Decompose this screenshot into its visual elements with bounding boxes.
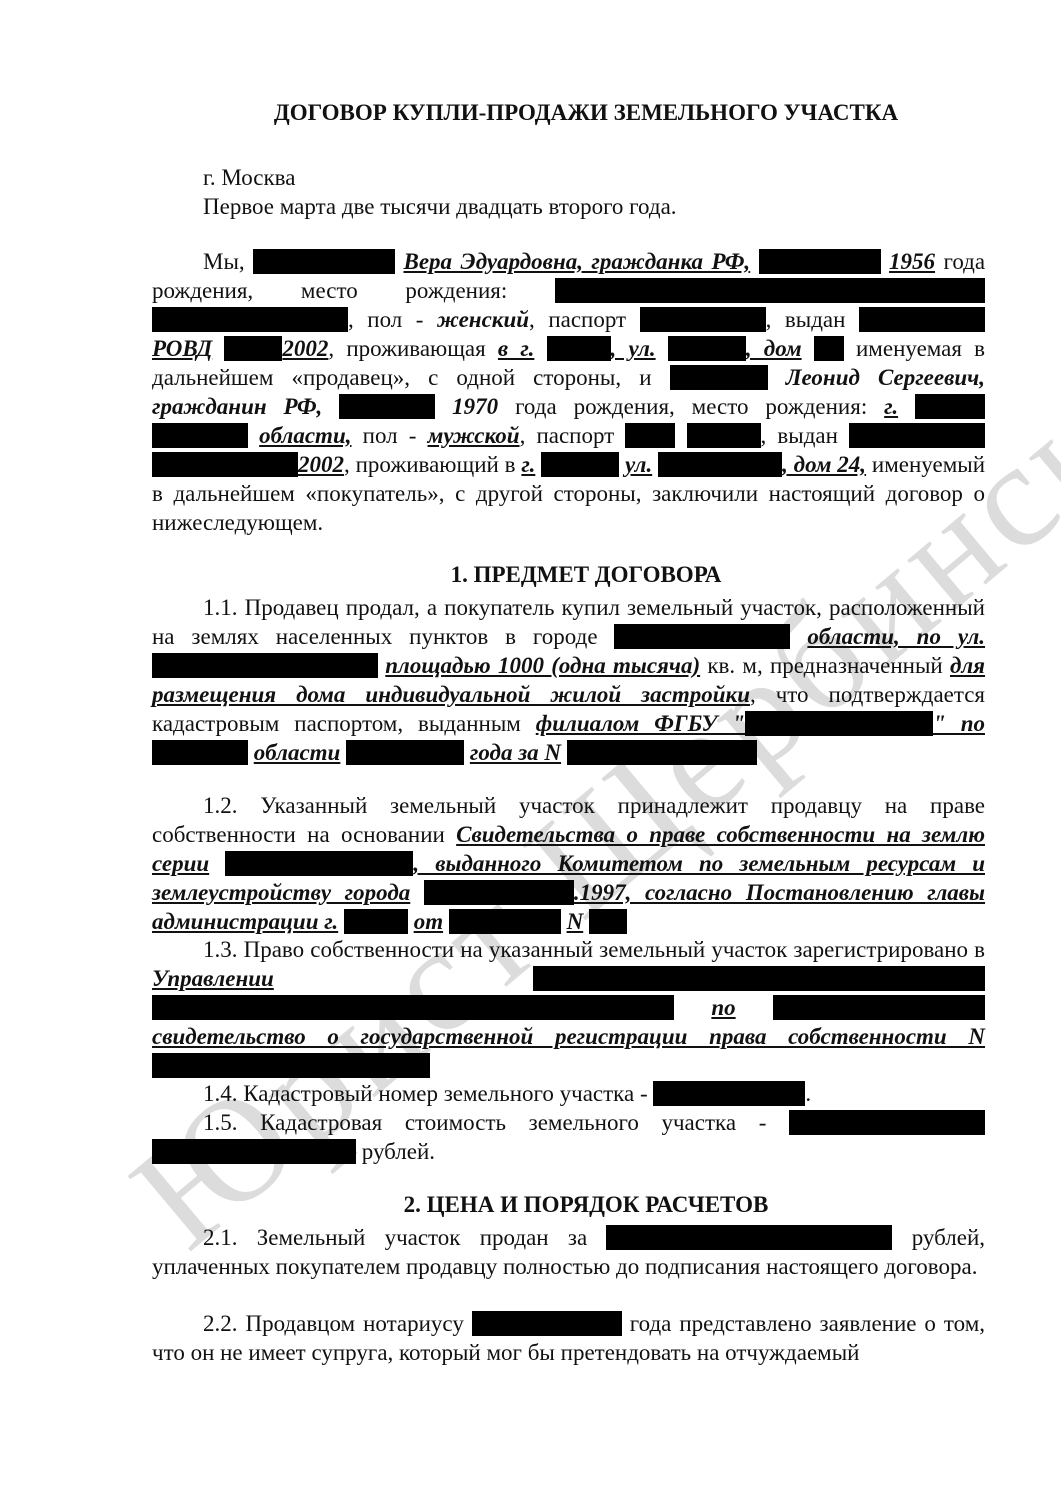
redacted-block	[546, 336, 611, 361]
clause-1-3: 1.3. Право собственности на указанный зе…	[152, 935, 986, 1080]
redacted-block	[915, 394, 985, 419]
redacted-block	[339, 394, 436, 419]
redacted-block	[667, 336, 746, 361]
section-2-title: 2. ЦЕНА И ПОРЯДОК РАСЧЕТОВ	[403, 1192, 769, 1217]
redacted-block	[859, 307, 985, 332]
redacted-block	[773, 995, 986, 1020]
redacted-block	[448, 909, 561, 934]
redacted-block	[625, 423, 676, 448]
redacted-block	[614, 624, 791, 649]
clause-1-2: 1.2. Указанный земельный участок принадл…	[152, 793, 985, 934]
clause-2-2: 2.2. Продавцом нотариусу года представле…	[152, 1311, 986, 1365]
redacted-block	[471, 1311, 622, 1336]
redacted-block	[152, 995, 674, 1020]
clause-2-1: 2.1. Земельный участок продан за рублей,…	[152, 1225, 986, 1279]
redacted-block	[343, 909, 408, 934]
redacted-block	[745, 711, 934, 736]
clause-1-5: 1.5. Кадастровая стоимость земельного уч…	[152, 1108, 986, 1166]
redacted-block	[152, 1139, 356, 1164]
redacted-block	[758, 249, 881, 274]
redacted-block	[813, 336, 844, 361]
redacted-block	[789, 1110, 986, 1135]
redacted-block	[225, 851, 414, 876]
city: г. Москва	[203, 165, 296, 190]
redacted-block	[224, 336, 283, 361]
redacted-block	[152, 1053, 430, 1078]
redacted-block	[533, 966, 985, 991]
parties-paragraph: Мы, Вера Эдуардовна, гражданка РФ, 1956 …	[152, 249, 986, 535]
contract-date: Первое марта две тысячи двадцать второго…	[203, 194, 677, 219]
redacted-block	[669, 365, 768, 390]
redacted-block	[566, 740, 757, 765]
clause-1-4: 1.4. Кадастровый номер земельного участк…	[203, 1081, 812, 1106]
redacted-block	[346, 740, 465, 765]
redacted-block	[606, 1225, 893, 1250]
redacted-block	[423, 880, 574, 905]
redacted-block	[152, 307, 348, 332]
redacted-block	[849, 423, 986, 448]
redacted-block	[658, 452, 783, 477]
redacted-block	[152, 423, 248, 448]
redacted-block	[541, 452, 620, 477]
clause-1-1: 1.1. Продавец продал, а покупатель купил…	[152, 595, 986, 765]
redacted-block	[152, 653, 378, 678]
redacted-block	[555, 278, 985, 303]
redacted-block	[653, 1081, 806, 1106]
redacted-block	[686, 423, 761, 448]
redacted-block	[152, 740, 248, 765]
redacted-block	[152, 452, 298, 477]
section-1-title: 1. ПРЕДМЕТ ДОГОВОРА	[450, 562, 722, 587]
redacted-block	[588, 909, 627, 934]
page-title: ДОГОВОР КУПЛИ-ПРОДАЖИ ЗЕМЕЛЬНОГО УЧАСТКА	[273, 100, 899, 125]
redacted-block	[639, 307, 766, 332]
redacted-block	[253, 249, 396, 274]
